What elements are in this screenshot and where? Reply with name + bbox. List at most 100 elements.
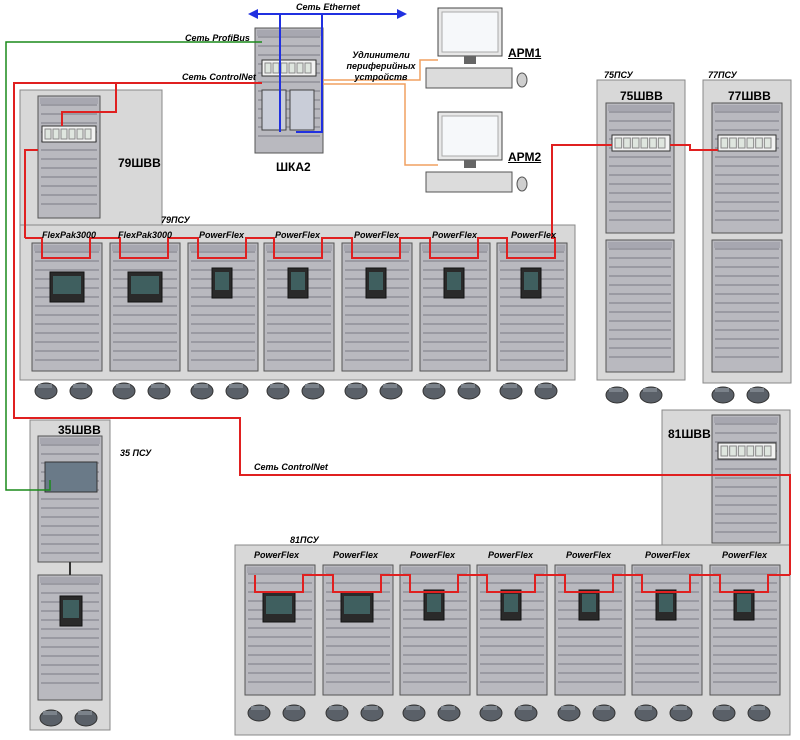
group-81psu-label: 81ПСУ [290, 535, 319, 545]
drive-label-81-5: PowerFlex [566, 550, 612, 560]
arm1-label: АРМ1 [508, 46, 542, 60]
extender-link-2 [323, 83, 438, 166]
drive-81-cabinet-4-top [479, 567, 545, 573]
motor-81-14-fin [751, 706, 765, 710]
controlnet-down-79 [24, 149, 38, 238]
motor-79-12-fin [461, 384, 475, 388]
shka2-plc-slot [264, 62, 272, 74]
motor-81-6-fin [441, 706, 455, 710]
cabinet-75shvv-top [608, 105, 672, 111]
cabinet-79shvv-plc-slot [68, 128, 76, 140]
cabinet-79shvv-plc-slot [76, 128, 84, 140]
ethernet-drop-2 [296, 14, 323, 133]
motor-75-1-fin [609, 388, 623, 392]
shka2-plc-slot [280, 62, 288, 74]
drive-81-cabinet-3-top [402, 567, 468, 573]
powerflex-keypad-7-screen [524, 272, 538, 290]
cabinet-79shvv-plc-slot [52, 128, 60, 140]
arm1-screen [441, 11, 499, 53]
cabinet-79shvv-top [40, 98, 98, 104]
cabinet-77shvv-plc-slot [720, 137, 729, 149]
cabinet-75shvv-plc-slot [614, 137, 623, 149]
drive-79-cabinet-5-body [341, 242, 413, 372]
drive-label-81-1: PowerFlex [254, 550, 300, 560]
arm2-keyboard [425, 171, 513, 193]
cabinet-81shvv-plc-slot [729, 445, 737, 457]
cabinet-77shvv-label: 77ШВВ [728, 89, 771, 103]
motor-77-1-fin [715, 388, 729, 392]
motor-81-2-fin [286, 706, 300, 710]
arm1-mouse [516, 72, 528, 88]
motor-75-2-fin [643, 388, 657, 392]
drive-79-cabinet-7-top [499, 245, 565, 251]
powerflex-keypad-4-screen [291, 272, 305, 290]
motor-79-11-fin [426, 384, 440, 388]
cabinet-77shvv-plc-slot [729, 137, 737, 149]
controlnet-trunk [13, 82, 791, 575]
drive-label-79-5: PowerFlex [354, 230, 400, 240]
motor-79-3-fin [116, 384, 130, 388]
shka2-plc-slot [272, 62, 280, 74]
drive-label-81-6: PowerFlex [645, 550, 691, 560]
drive-79-cabinet-1-top [34, 245, 100, 251]
cabinet-79shvv-plc-slot [44, 128, 52, 140]
extender-link-1 [323, 59, 438, 81]
controlnet-79shvv-link [61, 82, 262, 126]
motor-79-6-fin [229, 384, 243, 388]
cabinet-81shvv-body [711, 414, 781, 544]
flexpak-display-2-screen [131, 276, 159, 294]
drive-79-cabinet-4-top [266, 245, 332, 251]
cabinet-81shvv-plc-slot [763, 445, 772, 457]
drive-79-cabinet-4-body [263, 242, 335, 372]
motor-35-1-fin [43, 711, 57, 715]
motor-81-8-fin [518, 706, 532, 710]
flexpak-display-81-2-screen [344, 596, 370, 614]
cabinet-79shvv-label: 79ШВВ [118, 156, 161, 170]
drive-81-cabinet-6-top [634, 567, 700, 573]
shka2-plc-slot [296, 62, 304, 74]
motor-81-7-fin [483, 706, 497, 710]
drive-label-81-2: PowerFlex [333, 550, 379, 560]
cabinet-35shvv-io [44, 461, 98, 493]
cabinet-75shvv-plc-slot [640, 137, 649, 149]
arm2-mouse [516, 176, 528, 192]
arm2-screen [441, 115, 499, 157]
motor-79-7-fin [270, 384, 284, 388]
powerflex-keypad-81-6-screen [659, 594, 673, 612]
drive-81-cabinet-2-top [325, 567, 391, 573]
controlnet-label-top: Сеть ControlNet [182, 72, 256, 82]
shka2-plc-slot [304, 62, 312, 74]
cabinet-77shvv-plc-slot [746, 137, 755, 149]
flexpak-display-81-1-screen [266, 596, 292, 614]
cabinet-75-lower-top [608, 242, 672, 248]
motor-79-8-fin [305, 384, 319, 388]
drive-79-cabinet-2-top [112, 245, 178, 251]
arm1-stand [464, 56, 476, 64]
cabinet-77-lower-top [714, 242, 780, 248]
drive-79-cabinet-6-body [419, 242, 491, 372]
drive-label-81-4: PowerFlex [488, 550, 534, 560]
motor-81-9-fin [561, 706, 575, 710]
motor-35-2-fin [78, 711, 92, 715]
drive-81-cabinet-1-top [247, 567, 313, 573]
group-35psu-label: 35 ПСУ [120, 448, 152, 458]
group-75psu-label: 75ПСУ [604, 70, 633, 80]
controlnet-81psu-chain [254, 574, 790, 593]
cabinet-77shvv-plc-slot [763, 137, 772, 149]
drive-79-cabinet-6-top [422, 245, 488, 251]
powerflex-keypad-81-7-screen [737, 594, 751, 612]
cabinet-77shvv-top [714, 105, 780, 111]
motor-79-14-fin [538, 384, 552, 388]
motor-81-13-fin [716, 706, 730, 710]
cabinet-shka2-top [257, 30, 321, 36]
shka2-server-1 [261, 89, 287, 131]
ethernet-label: Сеть Ethernet [296, 2, 360, 12]
motor-79-5-fin [194, 384, 208, 388]
drive-label-79-6: PowerFlex [432, 230, 478, 240]
drive-79-cabinet-2-body [109, 242, 181, 372]
drive-79-cabinet-5-top [344, 245, 410, 251]
cabinet-75shvv-body [605, 102, 675, 234]
cabinet-81shvv-plc-slot [720, 445, 729, 457]
drive-79-cabinet-7-body [496, 242, 568, 372]
